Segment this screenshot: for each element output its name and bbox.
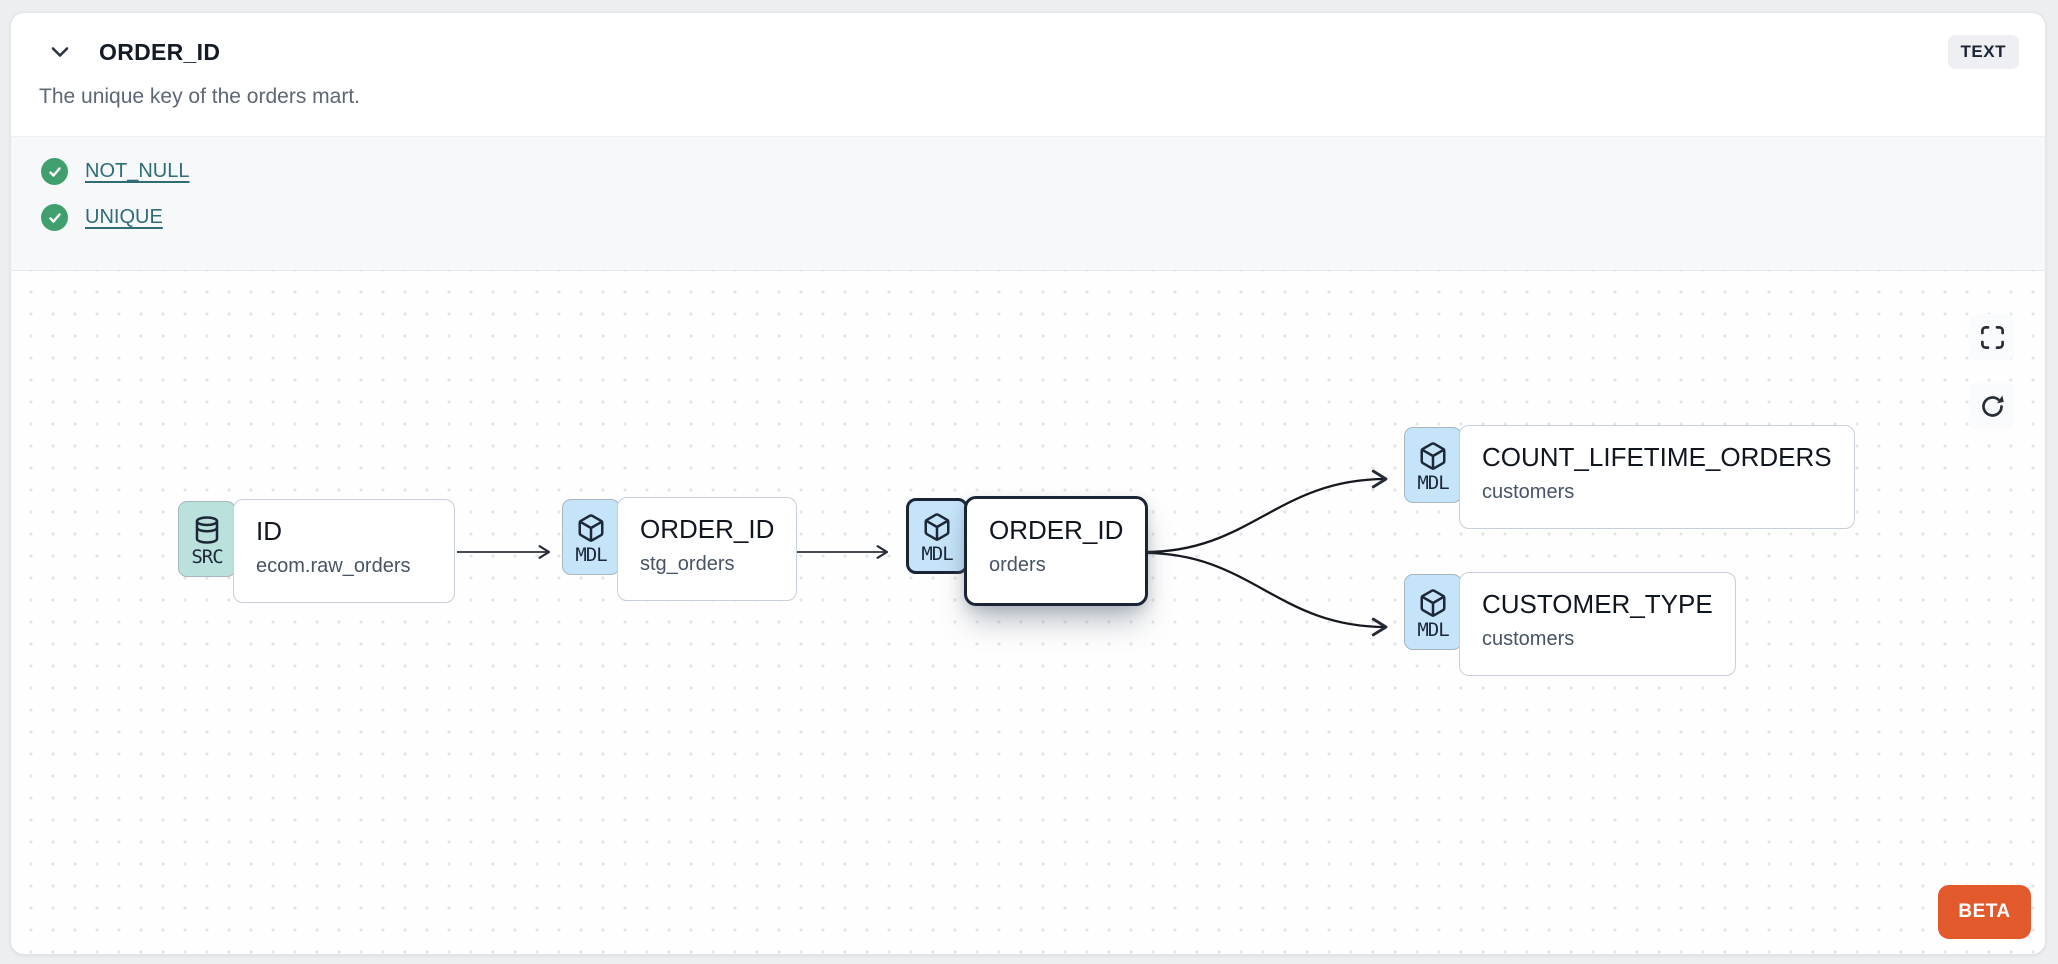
test-row: UNIQUE: [41, 204, 2015, 231]
refresh-icon: [1981, 394, 2004, 417]
cube-icon: [924, 512, 950, 541]
node-kind-badge: MDL: [1404, 427, 1462, 503]
node-kind-label: MDL: [921, 542, 953, 565]
header-section: ORDER_ID TEXT The unique key of the orde…: [11, 13, 2045, 136]
collapse-button[interactable]: [45, 37, 75, 67]
node-card[interactable]: ORDER_ID orders: [964, 496, 1149, 606]
fullscreen-button[interactable]: [1969, 314, 2015, 360]
node-card[interactable]: ORDER_ID stg_orders: [617, 497, 798, 601]
header-row: ORDER_ID TEXT: [45, 35, 2019, 69]
beta-badge: BETA: [1938, 885, 2031, 939]
test-row: NOT_NULL: [41, 158, 2015, 185]
node-title: ID: [256, 516, 282, 546]
node-card[interactable]: ID ecom.raw_orders: [233, 499, 455, 603]
chevron-down-icon: [51, 47, 69, 57]
node-subtitle: customers: [1482, 481, 1575, 503]
node-title: ORDER_ID: [640, 514, 775, 544]
test-link-not-null[interactable]: NOT_NULL: [85, 160, 190, 182]
fullscreen-icon: [1980, 325, 2004, 349]
test-pass-icon: [41, 158, 68, 185]
node-kind-label: MDL: [1417, 471, 1449, 494]
test-link-unique[interactable]: UNIQUE: [85, 206, 163, 228]
node-card[interactable]: COUNT_LIFETIME_ORDERS customers: [1459, 425, 1855, 529]
database-icon: [195, 515, 219, 544]
node-subtitle: ecom.raw_orders: [256, 555, 411, 577]
node-kind-badge: MDL: [1404, 574, 1462, 650]
cube-icon: [1420, 588, 1446, 617]
lineage-edges: [457, 469, 1388, 637]
tests-section: NOT_NULL UNIQUE: [11, 136, 2045, 271]
test-pass-icon: [41, 204, 68, 231]
node-card[interactable]: CUSTOMER_TYPE customers: [1459, 572, 1736, 676]
node-subtitle: orders: [989, 554, 1046, 576]
column-detail-panel: ORDER_ID TEXT The unique key of the orde…: [10, 12, 2046, 955]
node-kind-label: MDL: [575, 543, 607, 566]
node-kind-label: MDL: [1417, 618, 1449, 641]
node-title: CUSTOMER_TYPE: [1482, 589, 1713, 619]
node-title: COUNT_LIFETIME_ORDERS: [1482, 442, 1832, 472]
lineage-canvas[interactable]: SRC ID ecom.raw_orders MDL ORDER_ID stg_…: [11, 271, 2045, 954]
column-type-badge: TEXT: [1947, 35, 2019, 69]
cube-icon: [1420, 441, 1446, 470]
node-kind-badge: SRC: [178, 501, 236, 577]
page-title: ORDER_ID: [99, 38, 221, 65]
column-description: The unique key of the orders mart.: [39, 85, 360, 108]
node-subtitle: customers: [1482, 628, 1575, 650]
node-kind-badge: MDL: [906, 498, 968, 574]
refresh-button[interactable]: [1969, 383, 2015, 429]
node-kind-label: SRC: [191, 545, 223, 568]
node-kind-badge: MDL: [562, 499, 620, 575]
node-title: ORDER_ID: [989, 515, 1124, 545]
node-subtitle: stg_orders: [640, 553, 735, 575]
cube-icon: [578, 513, 604, 542]
